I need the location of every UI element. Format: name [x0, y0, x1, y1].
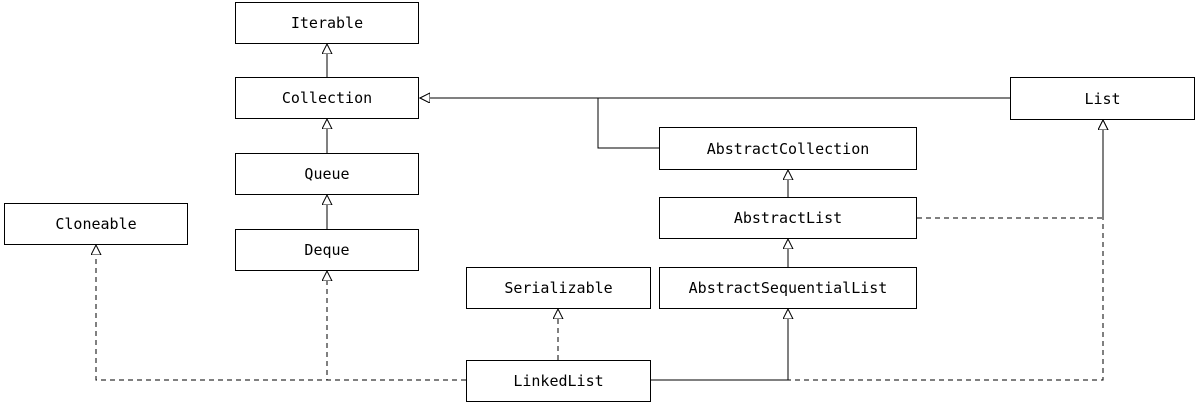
edge-abstractlist-list	[917, 120, 1103, 219]
node-collection: Collection	[235, 77, 419, 119]
edge-linkedlist-cloneable	[96, 245, 466, 381]
node-serializable: Serializable	[466, 267, 651, 309]
node-iterable: Iterable	[235, 2, 419, 44]
edge-abstractcollection-collection	[420, 98, 659, 149]
node-abstract-list: AbstractList	[659, 197, 917, 239]
node-linked-list: LinkedList	[466, 360, 651, 402]
edge-linkedlist-list	[651, 120, 1103, 381]
node-deque: Deque	[235, 229, 419, 271]
edge-linkedlist-deque	[327, 271, 466, 381]
node-queue: Queue	[235, 153, 419, 195]
node-abstract-sequential-list: AbstractSequentialList	[659, 267, 917, 309]
edge-linkedlist-abstractsequentiallist	[651, 309, 788, 381]
node-cloneable: Cloneable	[4, 203, 188, 245]
node-abstract-collection: AbstractCollection	[659, 127, 917, 170]
node-list: List	[1010, 77, 1195, 120]
